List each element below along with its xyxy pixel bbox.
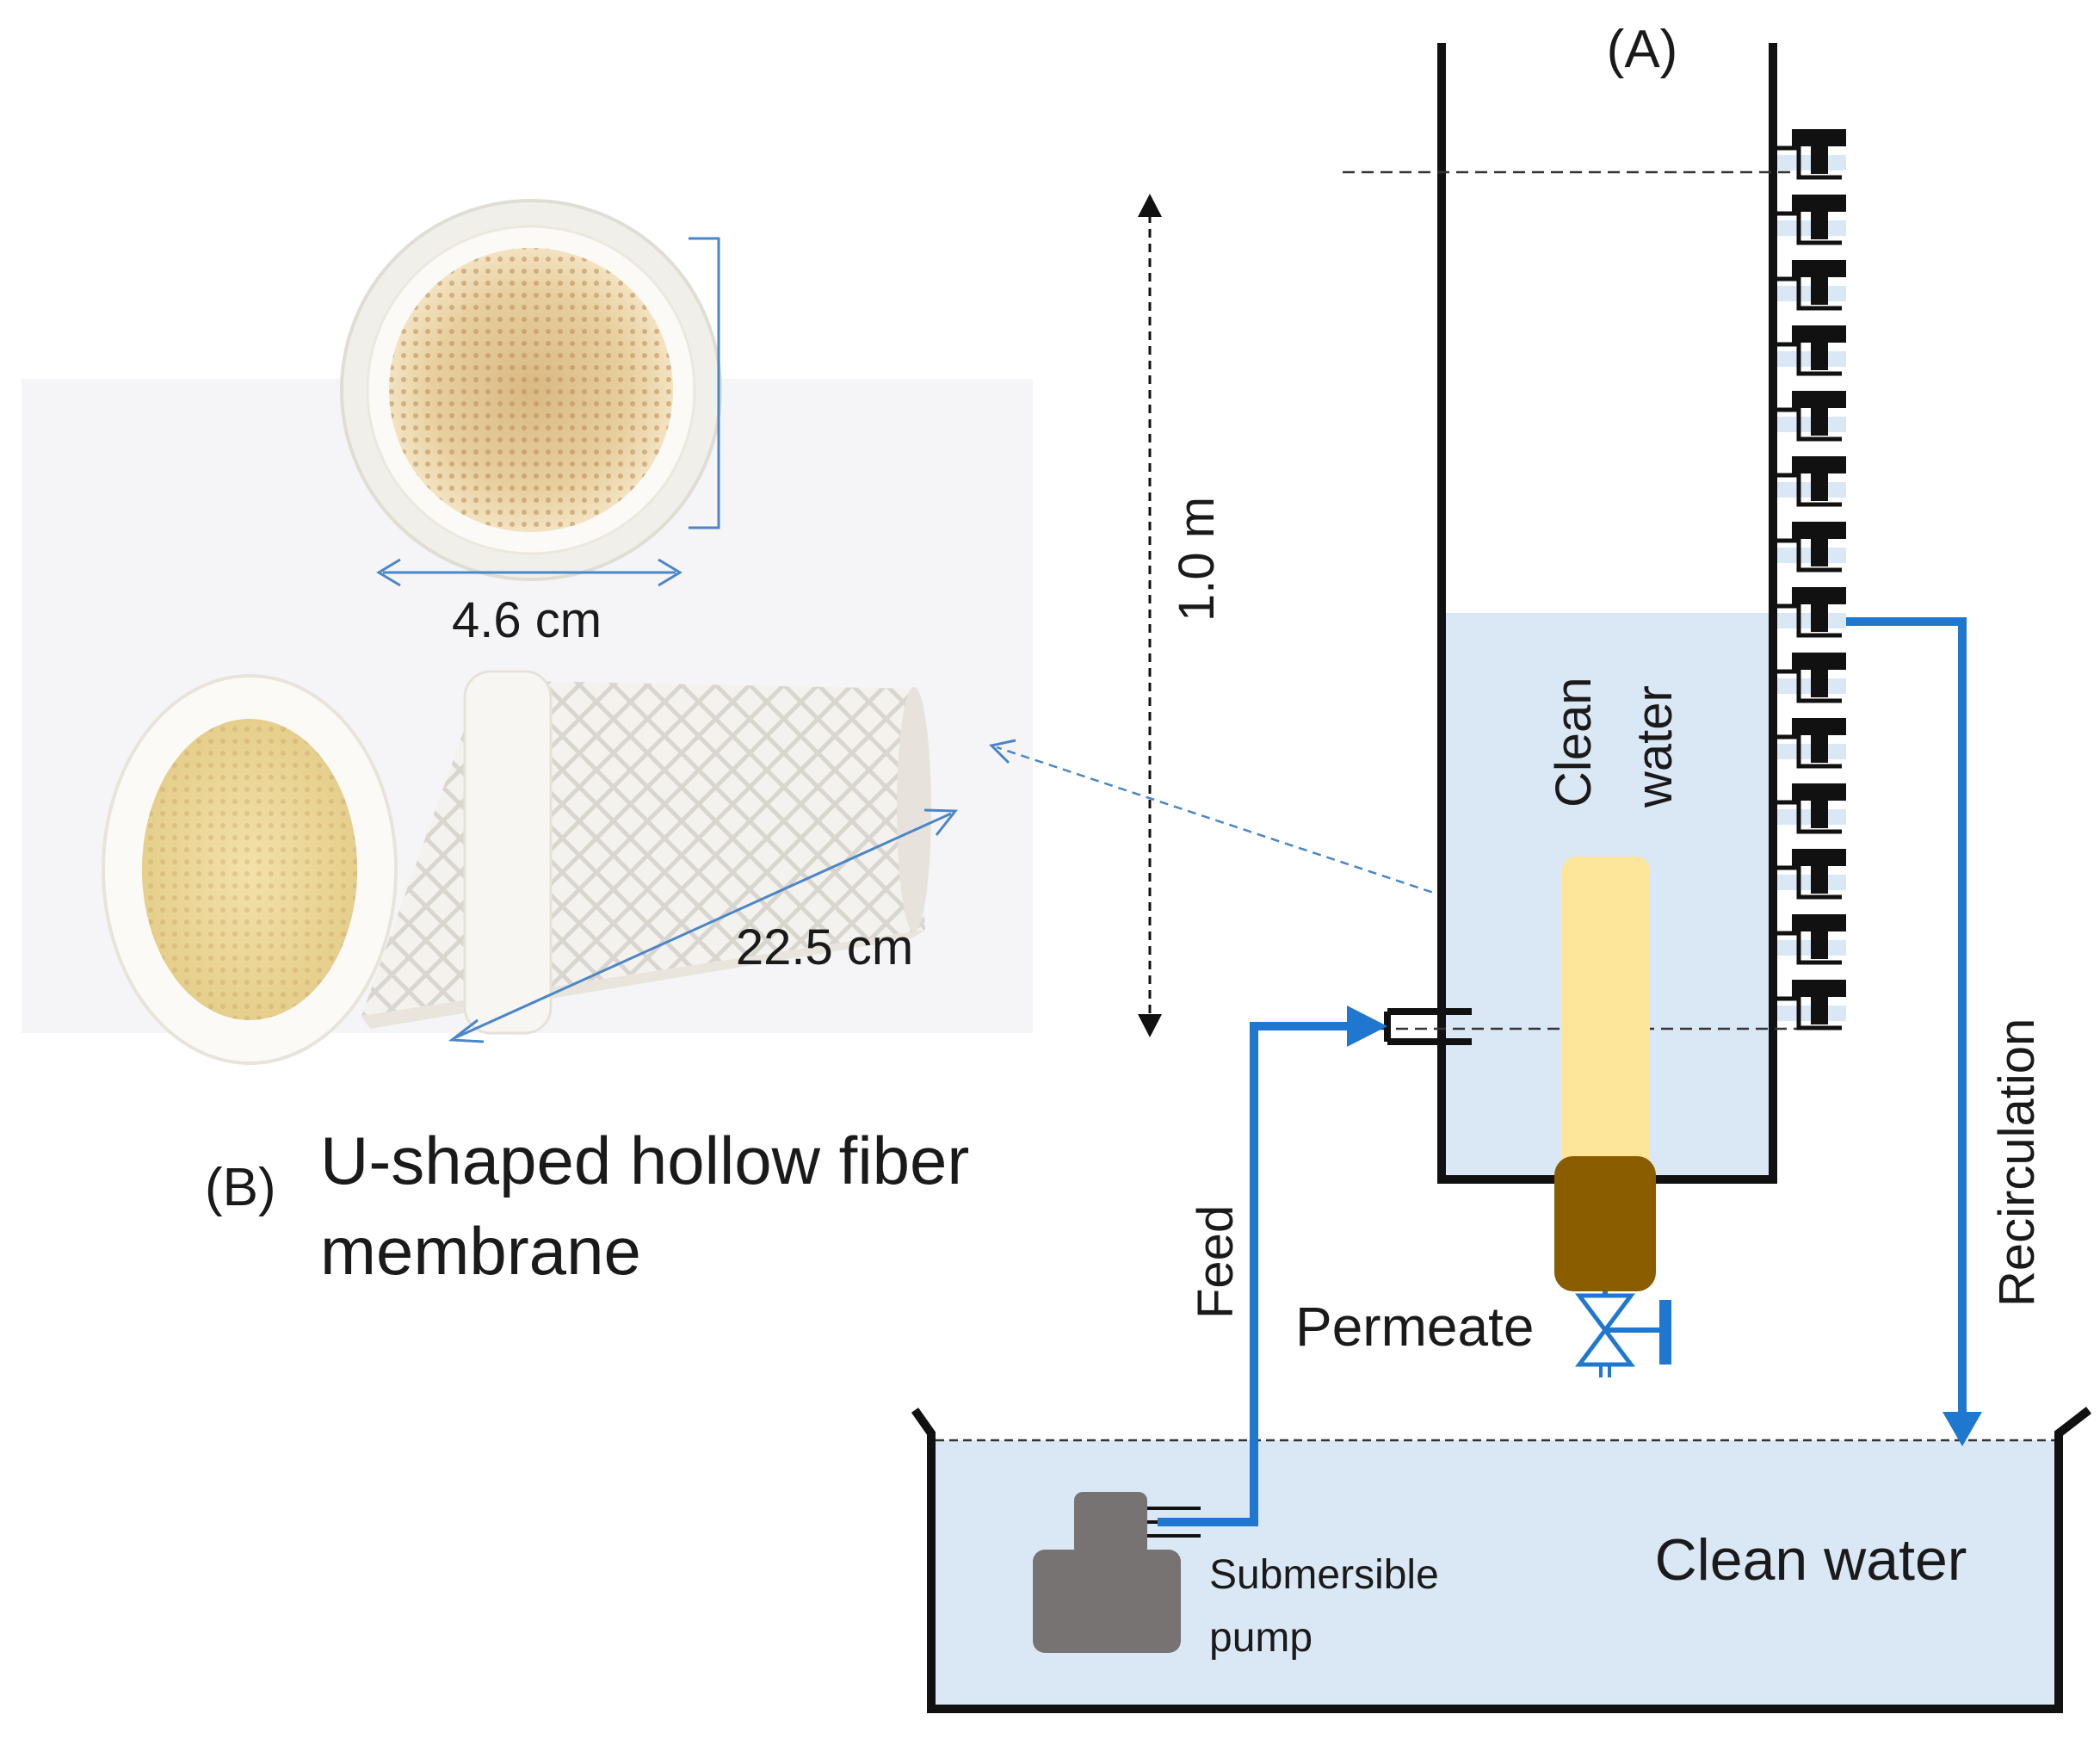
permeate-valve <box>1575 1291 1671 1377</box>
membrane-title-line1: U-shaped hollow fiber <box>320 1123 969 1198</box>
submersible-pump <box>1033 1492 1201 1653</box>
inlet-port <box>1384 1008 1472 1045</box>
side-port <box>1777 783 1846 834</box>
length-label: 22.5 cm <box>736 919 913 975</box>
membrane-base <box>1554 1156 1656 1291</box>
end-view-pores <box>389 248 673 532</box>
length-arrow <box>448 808 959 1043</box>
membrane-end-view <box>340 199 722 581</box>
side-port <box>1777 980 1846 1030</box>
reactor-column: Clean water <box>1343 43 1846 1291</box>
side-port-ladder <box>1777 129 1846 1030</box>
side-port <box>1777 849 1846 900</box>
side-port <box>1777 914 1846 965</box>
feed-label: Feed <box>1188 1205 1244 1319</box>
side-port <box>1777 456 1846 507</box>
side-port <box>1777 391 1846 442</box>
tank-outline <box>911 1407 2092 1713</box>
pump-label-line1: Submersible <box>1209 1552 1439 1598</box>
tank-label: Clean water <box>1655 1527 1967 1593</box>
side-port <box>1777 325 1846 376</box>
feed-pipe <box>1158 1006 1387 1526</box>
recirculation-pipe <box>1846 617 1982 1446</box>
end-view-bracket <box>689 237 720 529</box>
column-clean-label-line2: water <box>1627 685 1683 808</box>
side-port <box>1777 260 1846 311</box>
height-label: 1.0 m <box>1169 497 1225 622</box>
side-port <box>1777 653 1846 703</box>
column-membrane <box>1562 857 1650 1197</box>
column-clean-label-line1: Clean <box>1546 677 1602 808</box>
panel-b-label: (B) <box>205 1158 276 1217</box>
permeate-label: Permeate <box>1295 1296 1534 1358</box>
side-port <box>1777 522 1846 572</box>
diameter-arrow <box>376 558 682 587</box>
membrane-module <box>102 670 931 1065</box>
membrane-link-arrow <box>988 739 1572 940</box>
pump-label-line2: pump <box>1209 1615 1312 1661</box>
recirculation-label: Recirculation <box>1989 1018 2045 1307</box>
side-port <box>1777 587 1846 638</box>
membrane-photo: 4.6 cm 22.5 cm <box>22 199 1033 1065</box>
side-port <box>1777 129 1846 180</box>
panel-a-label: (A) <box>1607 20 1678 79</box>
side-port <box>1777 718 1846 769</box>
end-cap-collar <box>463 670 553 1035</box>
height-dimension <box>1138 194 1162 1037</box>
membrane-title-line2: membrane <box>320 1213 641 1289</box>
diameter-label: 4.6 cm <box>452 592 602 648</box>
side-port <box>1777 195 1846 245</box>
